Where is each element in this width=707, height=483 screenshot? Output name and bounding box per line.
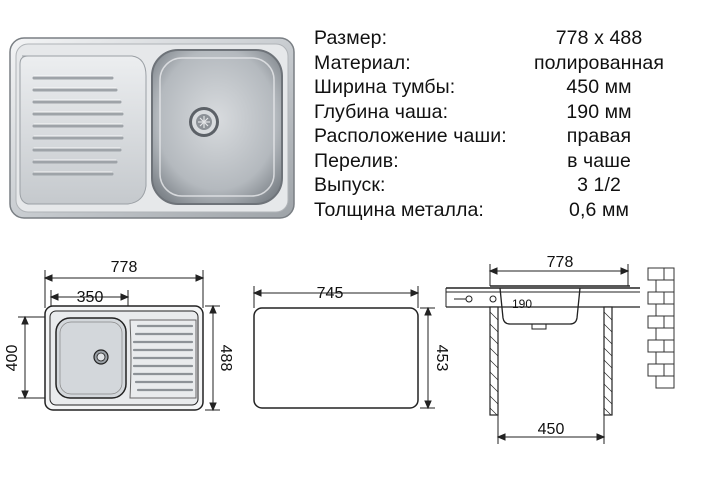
spec-label: Глубина чаша: xyxy=(314,100,449,123)
spec-value: 190 мм xyxy=(566,100,632,123)
top-view-drawing xyxy=(18,270,220,412)
spec-label: Материал: xyxy=(314,51,411,74)
spec-value: 778 x 488 xyxy=(555,27,643,49)
cutout-drawing xyxy=(252,286,435,410)
spec-row: Размер: 778 x 488 xyxy=(314,26,694,51)
spec-row: Перелив: в чаше xyxy=(314,149,694,174)
technical-drawings: 778 350 400 488 745 453 xyxy=(0,250,707,478)
spec-value: 3 1/2 xyxy=(577,174,621,196)
top-bowl-width-label: 350 xyxy=(77,289,104,306)
spec-row: Материал: полированная xyxy=(314,51,694,76)
spec-value: полированная xyxy=(533,51,665,74)
top-bowl-depth-label: 400 xyxy=(4,345,21,372)
spec-label: Расположение чаши: xyxy=(314,125,507,147)
spec-label: Перелив: xyxy=(314,149,399,172)
side-cabinet-width-label: 450 xyxy=(538,421,565,438)
cutout-width-label: 745 xyxy=(317,285,344,302)
spec-row: Ширина тумбы: 450 мм xyxy=(314,75,694,100)
top-width-label: 778 xyxy=(111,259,138,276)
cutout-depth-label: 453 xyxy=(433,345,450,372)
side-bowl-depth-label: 190 xyxy=(512,297,532,311)
spec-label: Размер: xyxy=(314,27,388,49)
spec-value: 0,6 мм xyxy=(569,198,629,221)
spec-label: Толщина металла: xyxy=(314,198,484,221)
spec-row: Глубина чаша: 190 мм xyxy=(314,100,694,125)
spec-value: 450 мм xyxy=(566,76,632,98)
spec-value: правая xyxy=(566,125,632,147)
top-depth-label: 488 xyxy=(217,345,234,372)
spec-row: Расположение чаши: правая xyxy=(314,124,694,149)
spec-row: Выпуск: 3 1/2 xyxy=(314,173,694,198)
spec-row: Толщина металла: 0,6 мм xyxy=(314,198,694,223)
sink-photo xyxy=(8,36,296,222)
spec-value: в чаше xyxy=(567,149,631,172)
side-width-label: 778 xyxy=(547,254,574,271)
spec-label: Ширина тумбы: xyxy=(314,76,456,98)
side-view-drawing xyxy=(445,264,675,444)
spec-label: Выпуск: xyxy=(314,174,386,196)
